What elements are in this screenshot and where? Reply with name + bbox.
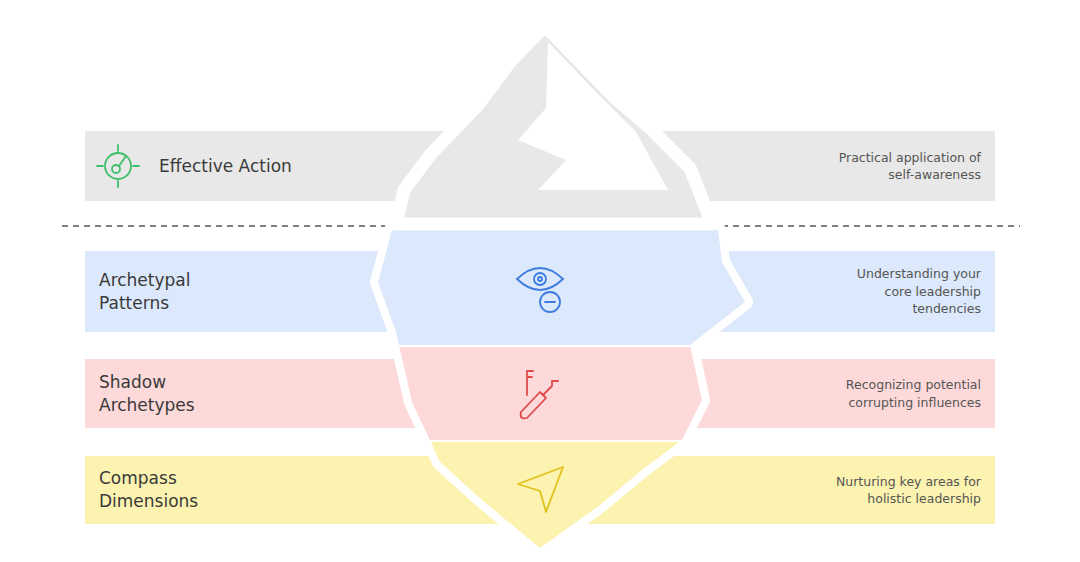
layer-description: Understanding your core leadership tende…: [831, 265, 981, 318]
target-icon: [97, 145, 139, 187]
layer-description: Practical application of self-awareness: [821, 149, 981, 184]
iceberg-layer-band: Archetypal Patterns Understanding your co…: [85, 251, 995, 332]
iceberg-layer-band: Shadow Archetypes Recognizing potential c…: [85, 359, 995, 428]
iceberg-peak: [396, 26, 712, 224]
layer-title: Compass Dimensions: [99, 467, 211, 513]
layer-title: Effective Action: [159, 155, 292, 178]
layer-description: Nurturing key areas for holistic leaders…: [811, 473, 981, 508]
layer-title: Archetypal Patterns: [99, 269, 211, 315]
iceberg-layer-band: Compass Dimensions Nurturing key areas fo…: [85, 456, 995, 524]
navigation-icon: [518, 467, 563, 512]
iceberg-outline: [378, 230, 745, 548]
eye-icon: [517, 268, 563, 312]
layer-title: Shadow Archetypes: [99, 371, 211, 417]
tool-icon: [521, 371, 558, 418]
layer-description: Recognizing potential corrupting influen…: [811, 376, 981, 411]
iceberg-snow: [518, 42, 668, 190]
iceberg-layer-band: Effective Action Practical application of…: [85, 131, 995, 201]
iceberg-underwater: [378, 230, 745, 548]
